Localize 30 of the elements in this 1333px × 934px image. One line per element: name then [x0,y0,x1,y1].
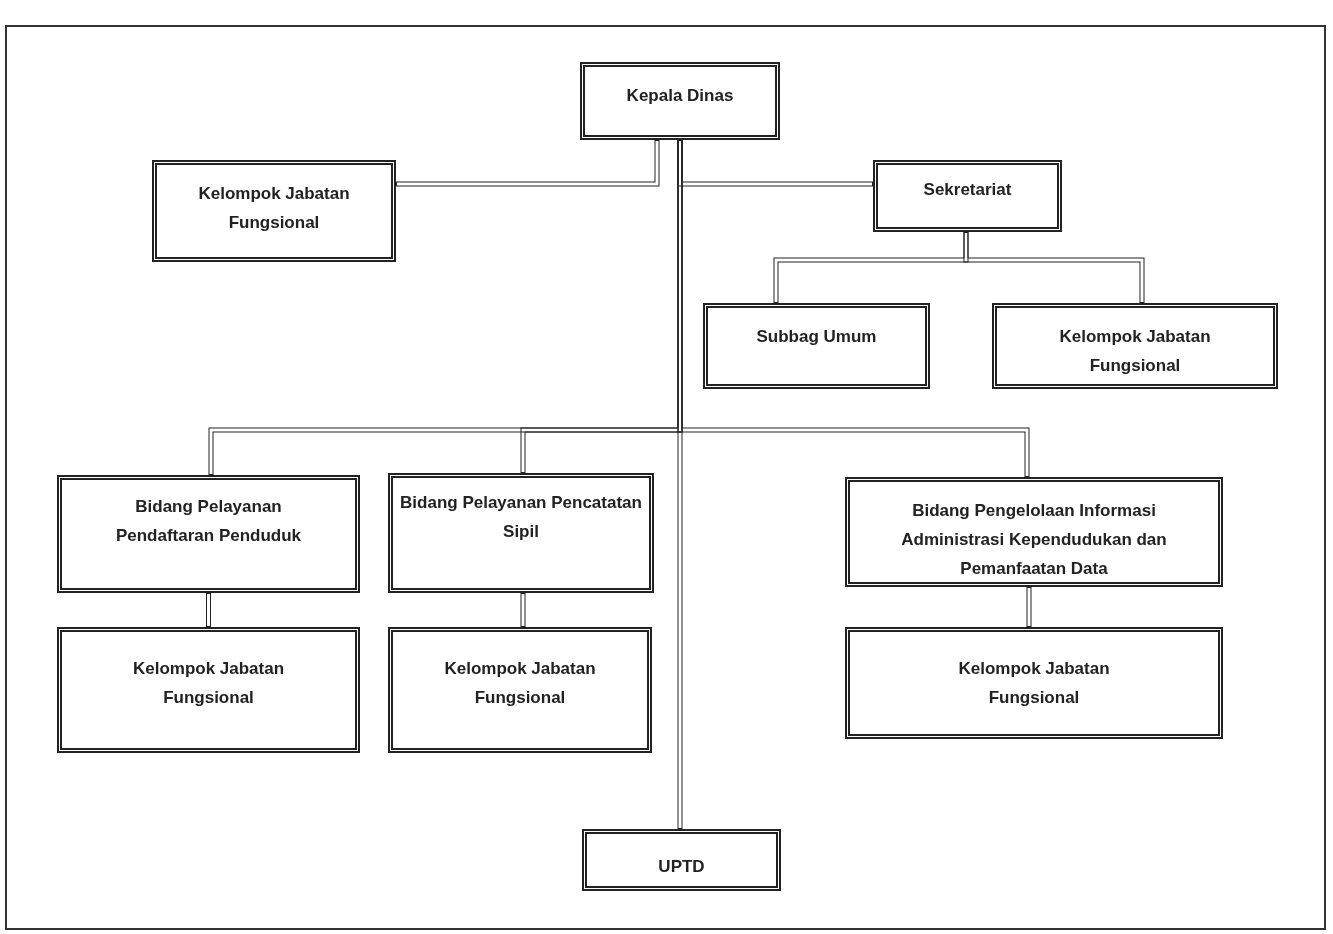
unit-name: Kelompok Jabatan Fungsional [957,658,1111,709]
connector-line [963,232,1145,303]
unit-name: Kelompok Jabatan Fungsional [132,658,285,709]
org-unit-box [845,477,1223,587]
connector-line [396,140,660,187]
org-unit-box [845,627,1223,739]
unit-name: UPTD [658,856,705,878]
connector-line [677,140,683,829]
unit-name: Kelompok Jabatan Fungsional [1058,326,1212,377]
org-unit-box [388,473,654,593]
connector-line [520,593,526,627]
unit-name: Sekretariat [923,179,1012,201]
org-unit-box [582,829,781,891]
unit-name: Bidang Pelayanan Pendaftaran Penduduk [114,496,303,547]
unit-name: Kelompok Jabatan Fungsional [443,658,597,709]
connector-line [206,593,211,627]
org-unit-box [57,627,360,753]
org-unit-box [703,303,930,389]
org-unit-box [580,62,780,140]
org-unit-box [873,160,1062,232]
unit-name: Subbag Umum [756,326,877,348]
unit-name: Kepala Dinas [626,85,734,107]
org-unit-box [388,627,652,753]
org-unit-box [152,160,396,262]
org-unit-box [992,303,1278,389]
org-unit-box [57,475,360,593]
unit-name: Kelompok Jabatan Fungsional [197,183,351,234]
connector-line [1026,587,1032,627]
unit-name: Bidang Pelayanan Pencatatan Sipil [399,492,643,543]
unit-name: Bidang Pengelolaan Informasi Administrasi Kependudukan dan Pemanfaatan Data [900,500,1168,580]
